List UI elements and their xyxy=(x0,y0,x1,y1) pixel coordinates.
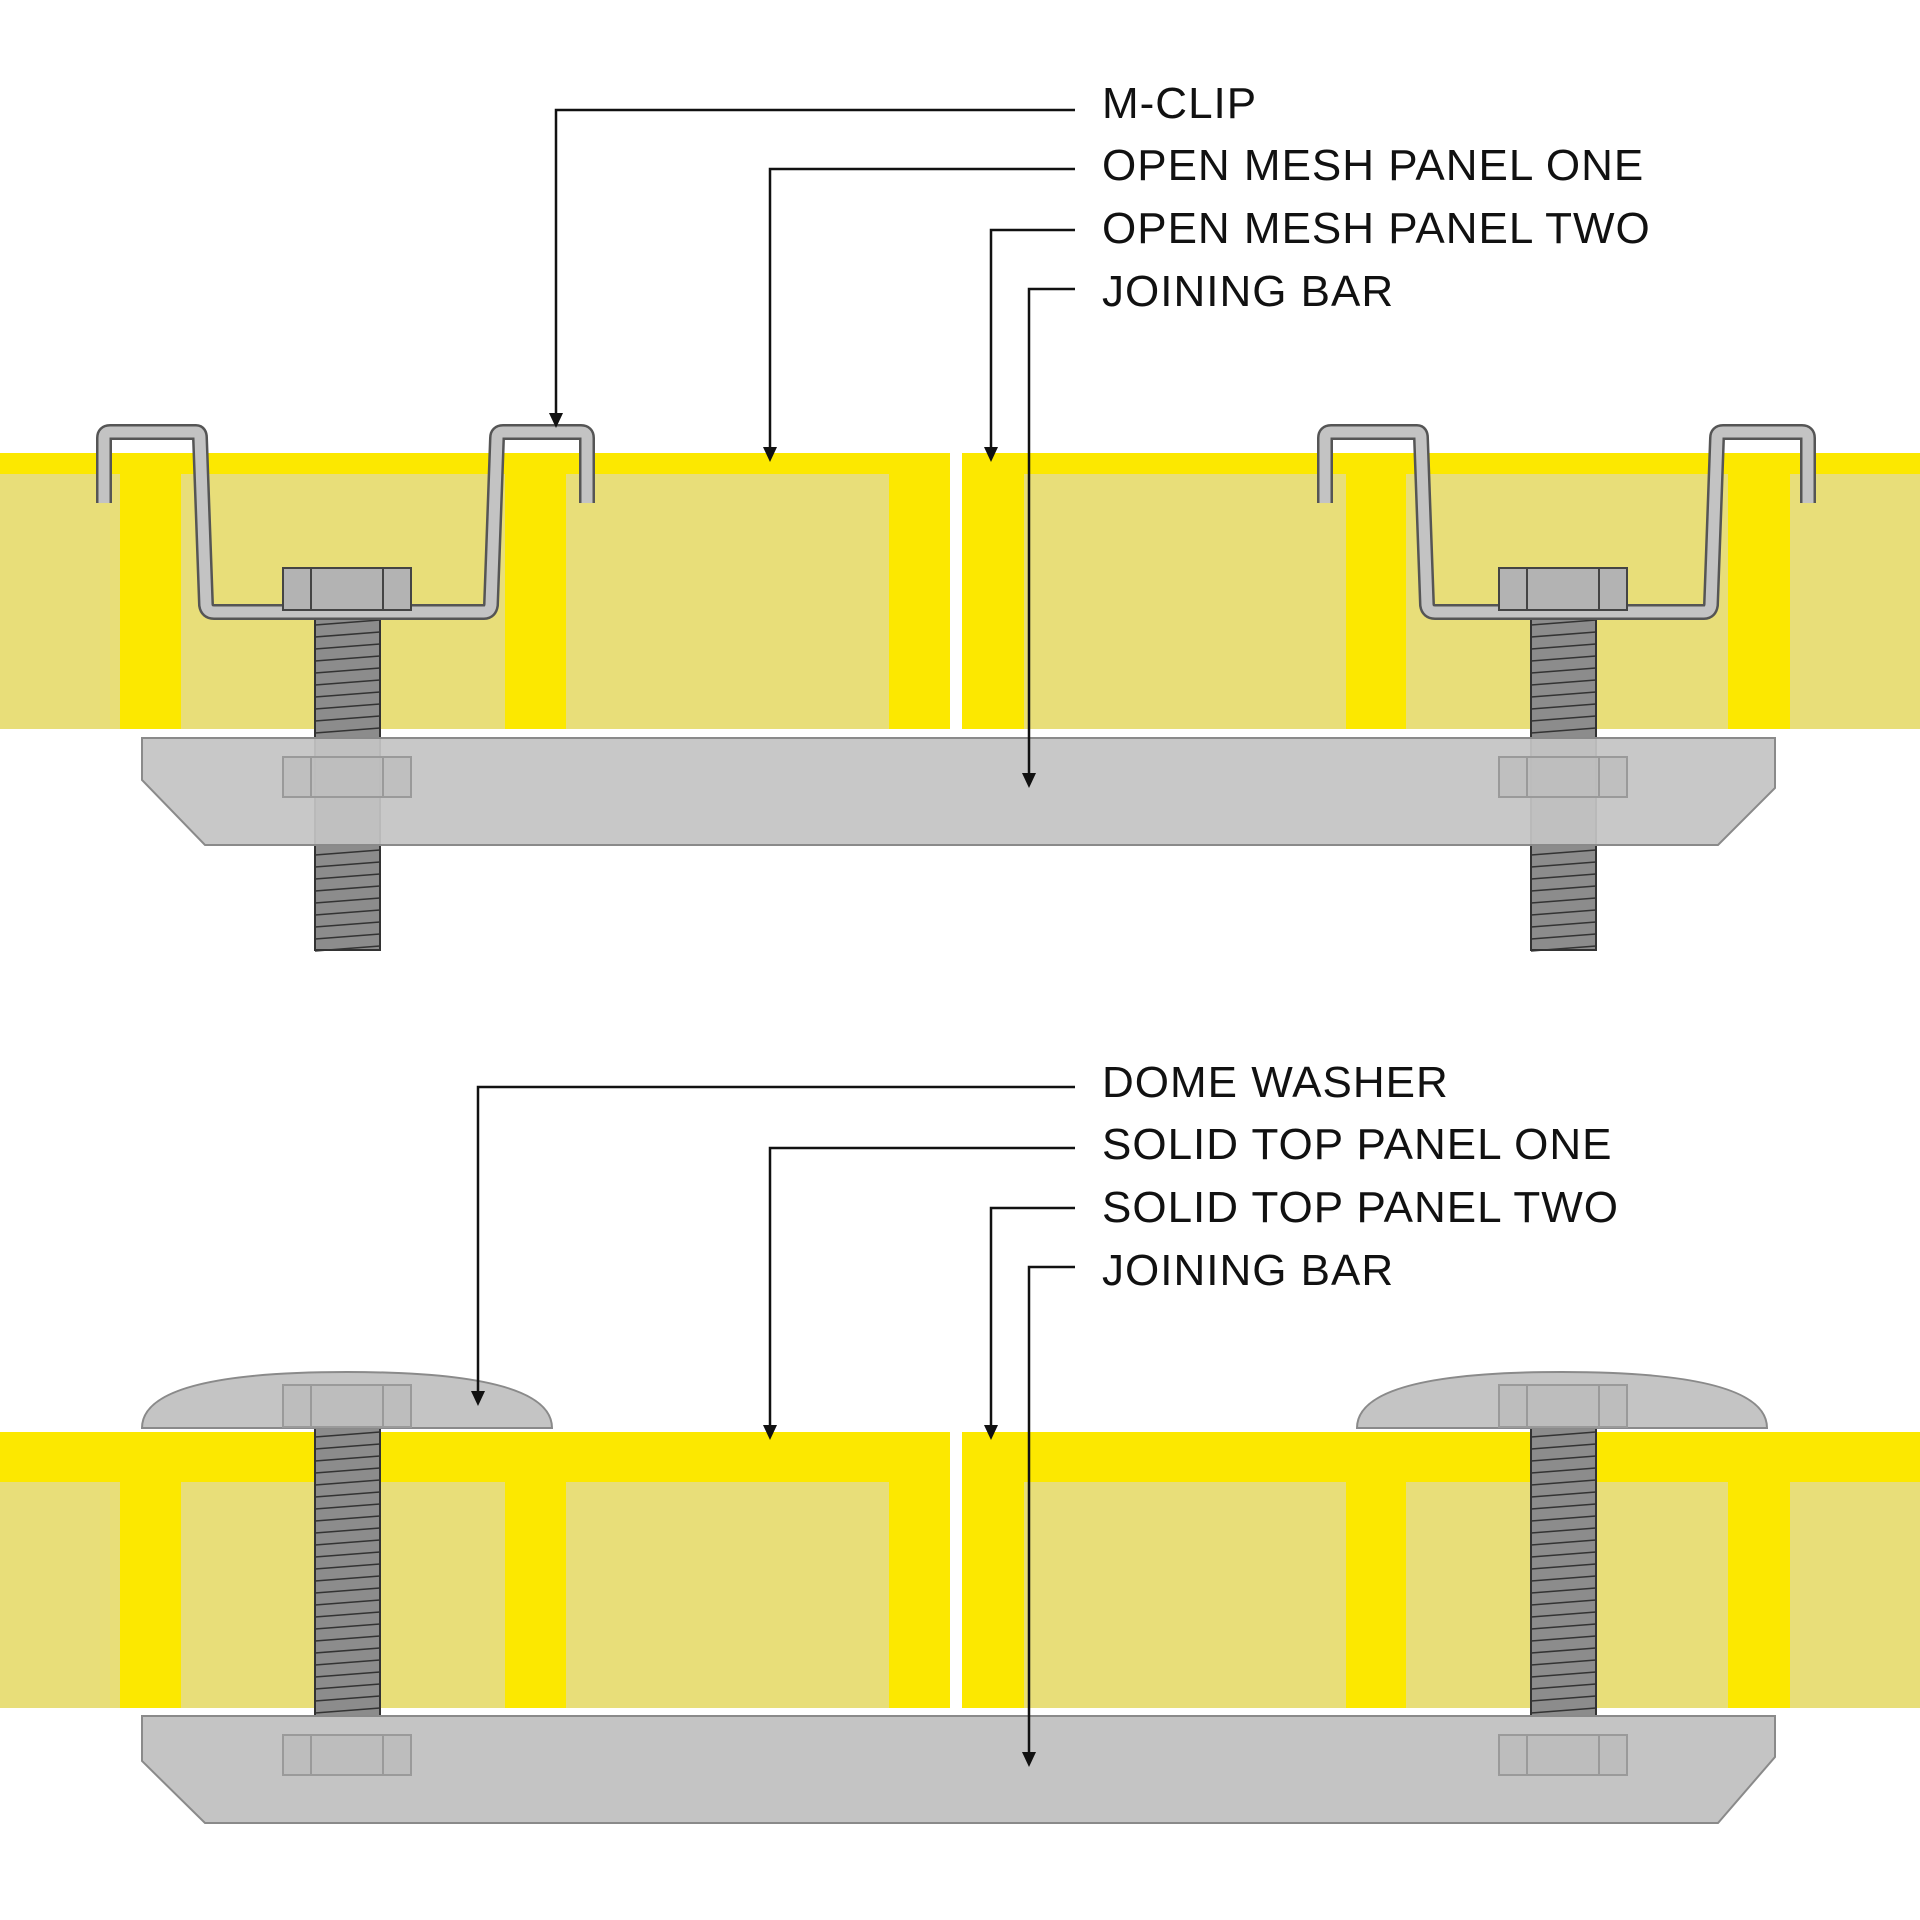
solid-top-assembly: DOME WASHER SOLID TOP PANEL ONE SOLID TO… xyxy=(0,1058,1920,1824)
callout-label-solid-top-panel-two: SOLID TOP PANEL TWO xyxy=(1102,1183,1619,1232)
threaded-bolt-icon xyxy=(314,1419,1597,1743)
joining-bar-icon xyxy=(141,737,1776,846)
callout-label-solid-top-panel-one: SOLID TOP PANEL ONE xyxy=(1102,1120,1613,1169)
open-mesh-panel-one xyxy=(0,453,950,729)
m-clip-icon xyxy=(96,424,1816,620)
callout-label-joining-bar-bottom: JOINING BAR xyxy=(1102,1246,1394,1295)
solid-top-panel-one xyxy=(0,1432,950,1708)
dome-washer-icon xyxy=(140,1370,1769,1429)
callout-label-m-clip: M-CLIP xyxy=(1102,79,1257,128)
hex-nut-icon xyxy=(282,567,1628,611)
callouts-solid-top: DOME WASHER SOLID TOP PANEL ONE SOLID TO… xyxy=(471,1058,1619,1767)
callout-label-joining-bar-top: JOINING BAR xyxy=(1102,267,1394,316)
open-mesh-assembly: M-CLIP OPEN MESH PANEL ONE OPEN MESH PAN… xyxy=(0,79,1920,952)
solid-top-panel-two xyxy=(962,1432,1920,1708)
callout-label-open-mesh-panel-one: OPEN MESH PANEL ONE xyxy=(1102,141,1644,190)
open-mesh-panel-two xyxy=(962,453,1920,729)
callout-label-open-mesh-panel-two: OPEN MESH PANEL TWO xyxy=(1102,204,1651,253)
callout-label-dome-washer: DOME WASHER xyxy=(1102,1058,1449,1107)
callouts-open-mesh: M-CLIP OPEN MESH PANEL ONE OPEN MESH PAN… xyxy=(549,79,1651,788)
joining-bar-icon xyxy=(141,1715,1776,1824)
